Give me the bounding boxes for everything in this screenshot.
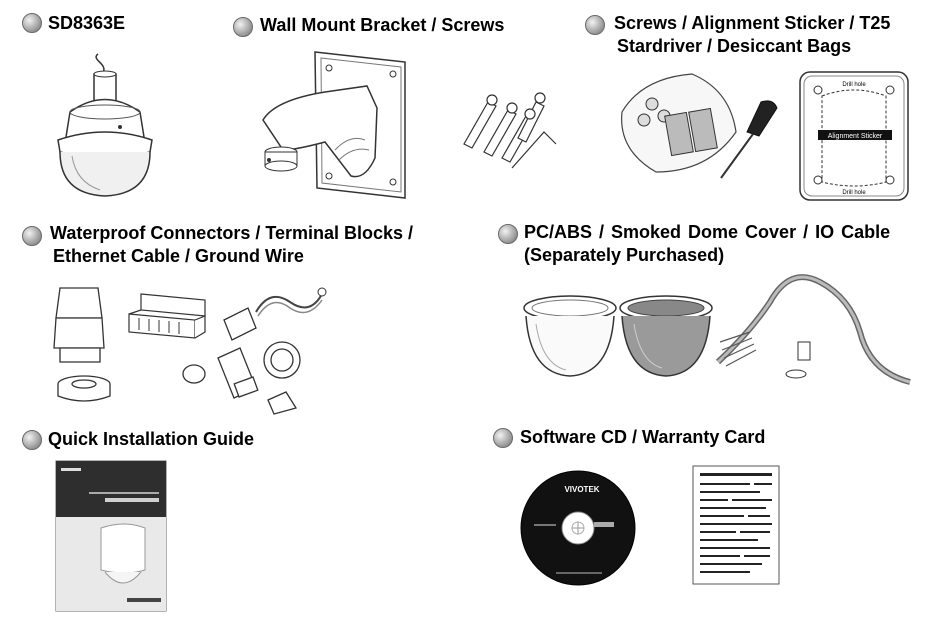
- guide-booklet-illustration: [55, 460, 167, 612]
- camera-illustration: [50, 52, 160, 202]
- drill-hole-label: Drill hole: [842, 82, 866, 88]
- smoked-dome-illustration: [616, 290, 716, 380]
- section-title: SD8363E: [48, 13, 126, 33]
- stardriver-illustration: [715, 98, 785, 183]
- alignment-sticker-label: Alignment Sticker: [828, 133, 883, 140]
- bullet-icon: [498, 224, 518, 244]
- drill-hole-label: Drill hole: [842, 190, 866, 196]
- ground-wire-illustration: [250, 282, 330, 322]
- bag-illustration: [612, 72, 742, 177]
- bullet-icon: [493, 428, 513, 448]
- alignment-sticker: Drill hole Drill hole Alignment Sticker: [798, 70, 910, 202]
- warranty-card-illustration: [692, 465, 782, 587]
- bullet-icon: [22, 13, 42, 33]
- cd-brand-label: VIVOTEK: [564, 485, 599, 494]
- connector-gland-illustration: [50, 278, 125, 413]
- clear-dome-illustration: [520, 290, 620, 380]
- anchor-screws-illustration: [452, 88, 562, 173]
- section-title: Software CD / Warranty Card: [520, 427, 766, 447]
- terminal-blocks-illustration: [125, 290, 210, 350]
- bullet-icon: [585, 15, 605, 35]
- section-title: Quick Installation Guide: [48, 429, 255, 449]
- section-title: Screws / Alignment Sticker / T25 Stardri…: [614, 13, 891, 56]
- software-cd-illustration: VIVOTEK: [520, 470, 636, 586]
- bullet-icon: [22, 226, 42, 246]
- section-title: Waterproof Connectors / Terminal Blocks …: [50, 223, 414, 266]
- bracket-illustration: [255, 50, 415, 200]
- bullet-icon: [22, 430, 42, 450]
- io-cable-illustration: [710, 262, 920, 402]
- ethernet-connector-illustration: [178, 300, 318, 415]
- bullet-icon: [233, 17, 253, 37]
- section-title: PC/ABS / Smoked Dome Cover / IO Cable (S…: [524, 222, 891, 265]
- section-title: Wall Mount Bracket / Screws: [260, 15, 505, 35]
